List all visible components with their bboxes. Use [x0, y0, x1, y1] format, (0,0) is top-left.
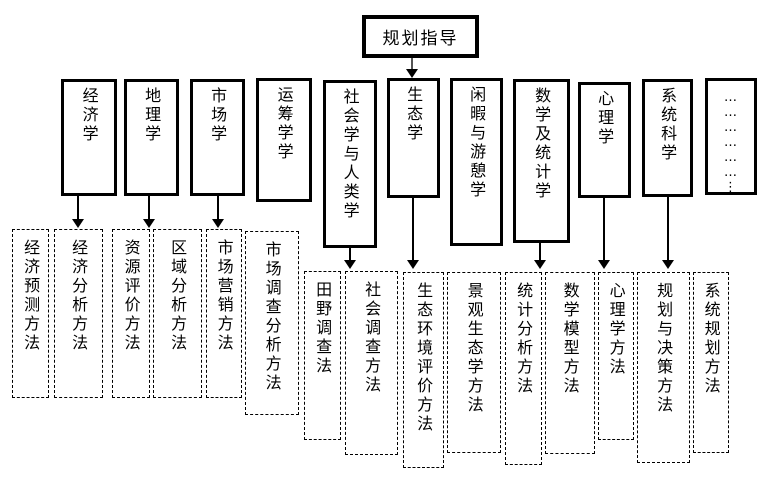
discipline-box-systems-science: 系统科学	[642, 79, 693, 197]
method-label: 数学模型方法	[560, 282, 580, 396]
arrow-shaft	[412, 198, 414, 260]
planning-guidance-box: 规划指导	[362, 15, 479, 58]
planning-guidance-label: 规划指导	[382, 29, 459, 49]
discipline-box-geography: 地理学	[124, 79, 179, 196]
method-label: 心理学方法	[606, 282, 626, 377]
discipline-label: 数学及统计学	[532, 87, 552, 201]
method-box-market-survey-analysis: 市场调查分析方法	[245, 231, 299, 415]
discipline-box-sociology-anthropology: 社会学与人类学	[323, 80, 377, 248]
method-box-economic-forecasting: 经济预测方法	[12, 229, 49, 398]
discipline-box-ecology: 生态学	[387, 78, 440, 198]
method-box-system-planning: 系统规划方法	[693, 272, 729, 453]
arrow-math-statistics-down	[534, 243, 546, 269]
arrow-head-icon	[344, 260, 356, 269]
discipline-box-ellipsis: … … … … … … ⋮	[705, 78, 757, 195]
discipline-label: 生态学	[404, 86, 424, 143]
discipline-box-math-statistics: 数学及统计学	[513, 79, 570, 243]
arrow-head-icon	[534, 260, 546, 269]
discipline-label: 运筹学学	[274, 86, 294, 162]
arrow-shaft	[349, 248, 351, 260]
arrow-psychology-down	[598, 198, 610, 269]
discipline-label: 社会学与人类学	[340, 88, 360, 221]
arrow-shaft	[411, 58, 413, 69]
arrow-head-icon	[407, 260, 419, 269]
arrow-shaft	[603, 198, 605, 260]
arrow-geography-down	[143, 196, 155, 228]
method-label: 系统规划方法	[701, 282, 721, 396]
discipline-label: 系统科学	[658, 87, 678, 163]
method-label: 规划与决策方法	[654, 282, 674, 415]
method-label: 统计分析方法	[514, 282, 534, 396]
method-box-psychology-method: 心理学方法	[598, 272, 634, 440]
method-box-planning-decision: 规划与决策方法	[637, 272, 690, 463]
method-box-marketing-method: 市场营销方法	[206, 229, 242, 398]
discipline-label: 地理学	[142, 87, 162, 144]
arrow-shaft	[77, 196, 79, 219]
arrow-sociology-down	[344, 248, 356, 269]
discipline-box-leisure-recreation: 闲暇与游憩学	[450, 78, 503, 246]
method-label: 生态环境评价方法	[414, 282, 434, 434]
method-box-economic-analysis: 经济分析方法	[54, 229, 103, 398]
method-label: 经济分析方法	[69, 239, 89, 353]
arrow-head-icon	[72, 219, 84, 228]
method-label: 市场调查分析方法	[262, 241, 282, 393]
arrow-ecology-down	[407, 198, 419, 269]
method-label: 市场营销方法	[214, 239, 234, 353]
method-label: 景观生态学方法	[464, 282, 484, 415]
method-box-social-survey: 社会调查方法	[345, 271, 398, 455]
discipline-box-operations-research: 运筹学学	[256, 78, 312, 202]
arrow-shaft	[217, 196, 219, 219]
discipline-box-economics: 经济学	[61, 79, 117, 196]
method-box-resource-evaluation: 资源评价方法	[112, 229, 150, 398]
method-label: 社会调查方法	[362, 281, 382, 395]
arrow-marketing-down	[212, 196, 224, 228]
arrow-head-icon	[662, 260, 674, 269]
arrow-shaft	[667, 197, 669, 260]
method-box-eco-environment-evaluation: 生态环境评价方法	[403, 272, 444, 468]
method-box-field-survey: 田野调查法	[304, 271, 341, 440]
discipline-label: 市场学	[208, 87, 228, 144]
method-box-regional-analysis: 区域分析方法	[153, 229, 202, 398]
discipline-box-psychology: 心理学	[578, 82, 631, 198]
method-box-math-model: 数学模型方法	[545, 272, 595, 454]
arrow-guidance-to-ecology	[406, 58, 418, 78]
method-label: 区域分析方法	[168, 239, 188, 353]
arrow-shaft	[539, 243, 541, 260]
method-box-statistical-analysis: 统计分析方法	[505, 272, 542, 465]
arrow-head-icon	[212, 219, 224, 228]
discipline-label: 经济学	[79, 87, 99, 144]
method-label: 经济预测方法	[21, 239, 41, 353]
method-label: 田野调查法	[313, 281, 333, 376]
arrow-systems-science-down	[662, 197, 674, 269]
method-label: 资源评价方法	[121, 239, 141, 353]
arrow-head-icon	[406, 69, 418, 78]
ellipsis-dots: … … … … … … ⋮	[724, 90, 738, 195]
method-box-landscape-ecology: 景观生态学方法	[447, 272, 501, 453]
arrow-head-icon	[143, 219, 155, 228]
discipline-label: 闲暇与游憩学	[467, 86, 487, 200]
discipline-label: 心理学	[595, 90, 615, 147]
arrow-economics-down	[72, 196, 84, 228]
arrow-head-icon	[598, 260, 610, 269]
discipline-box-marketing: 市场学	[190, 79, 245, 196]
arrow-shaft	[148, 196, 150, 219]
